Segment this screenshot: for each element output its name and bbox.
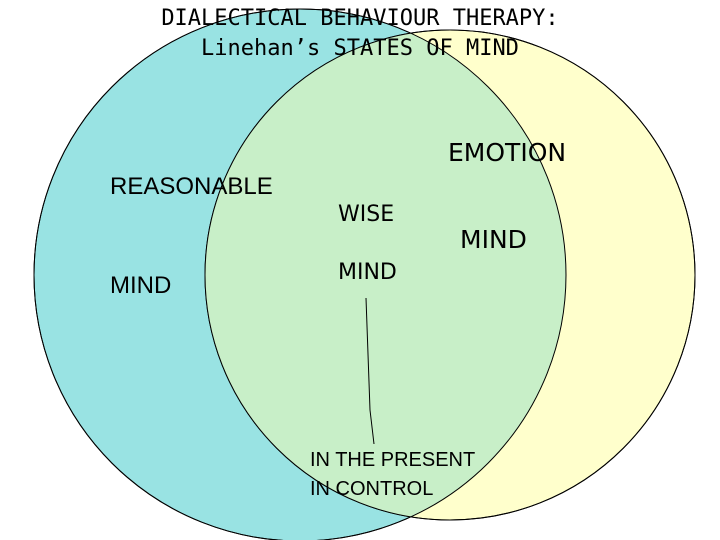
wise-mind-label: MIND bbox=[338, 260, 397, 285]
reasonable-mind-outline bbox=[33, 8, 567, 540]
emotion-label: EMOTION bbox=[448, 138, 567, 167]
callout-control-label: IN CONTROL bbox=[310, 478, 434, 500]
reasonable-mind-label: MIND bbox=[110, 272, 172, 299]
emotion-mind-outline bbox=[204, 29, 696, 521]
wise-mind-overlap bbox=[205, 30, 566, 520]
wise-label: WISE bbox=[338, 202, 395, 227]
reasonable-label: REASONABLE bbox=[110, 173, 273, 200]
title-line-1: DIALECTICAL BEHAVIOUR THERAPY: bbox=[161, 6, 559, 31]
callout-pointer-line bbox=[365, 297, 375, 445]
title-line-2: Linehan’s STATES OF MIND bbox=[201, 36, 519, 61]
callout-present-label: IN THE PRESENT bbox=[310, 449, 476, 471]
emotion-mind-label: MIND bbox=[460, 225, 527, 254]
